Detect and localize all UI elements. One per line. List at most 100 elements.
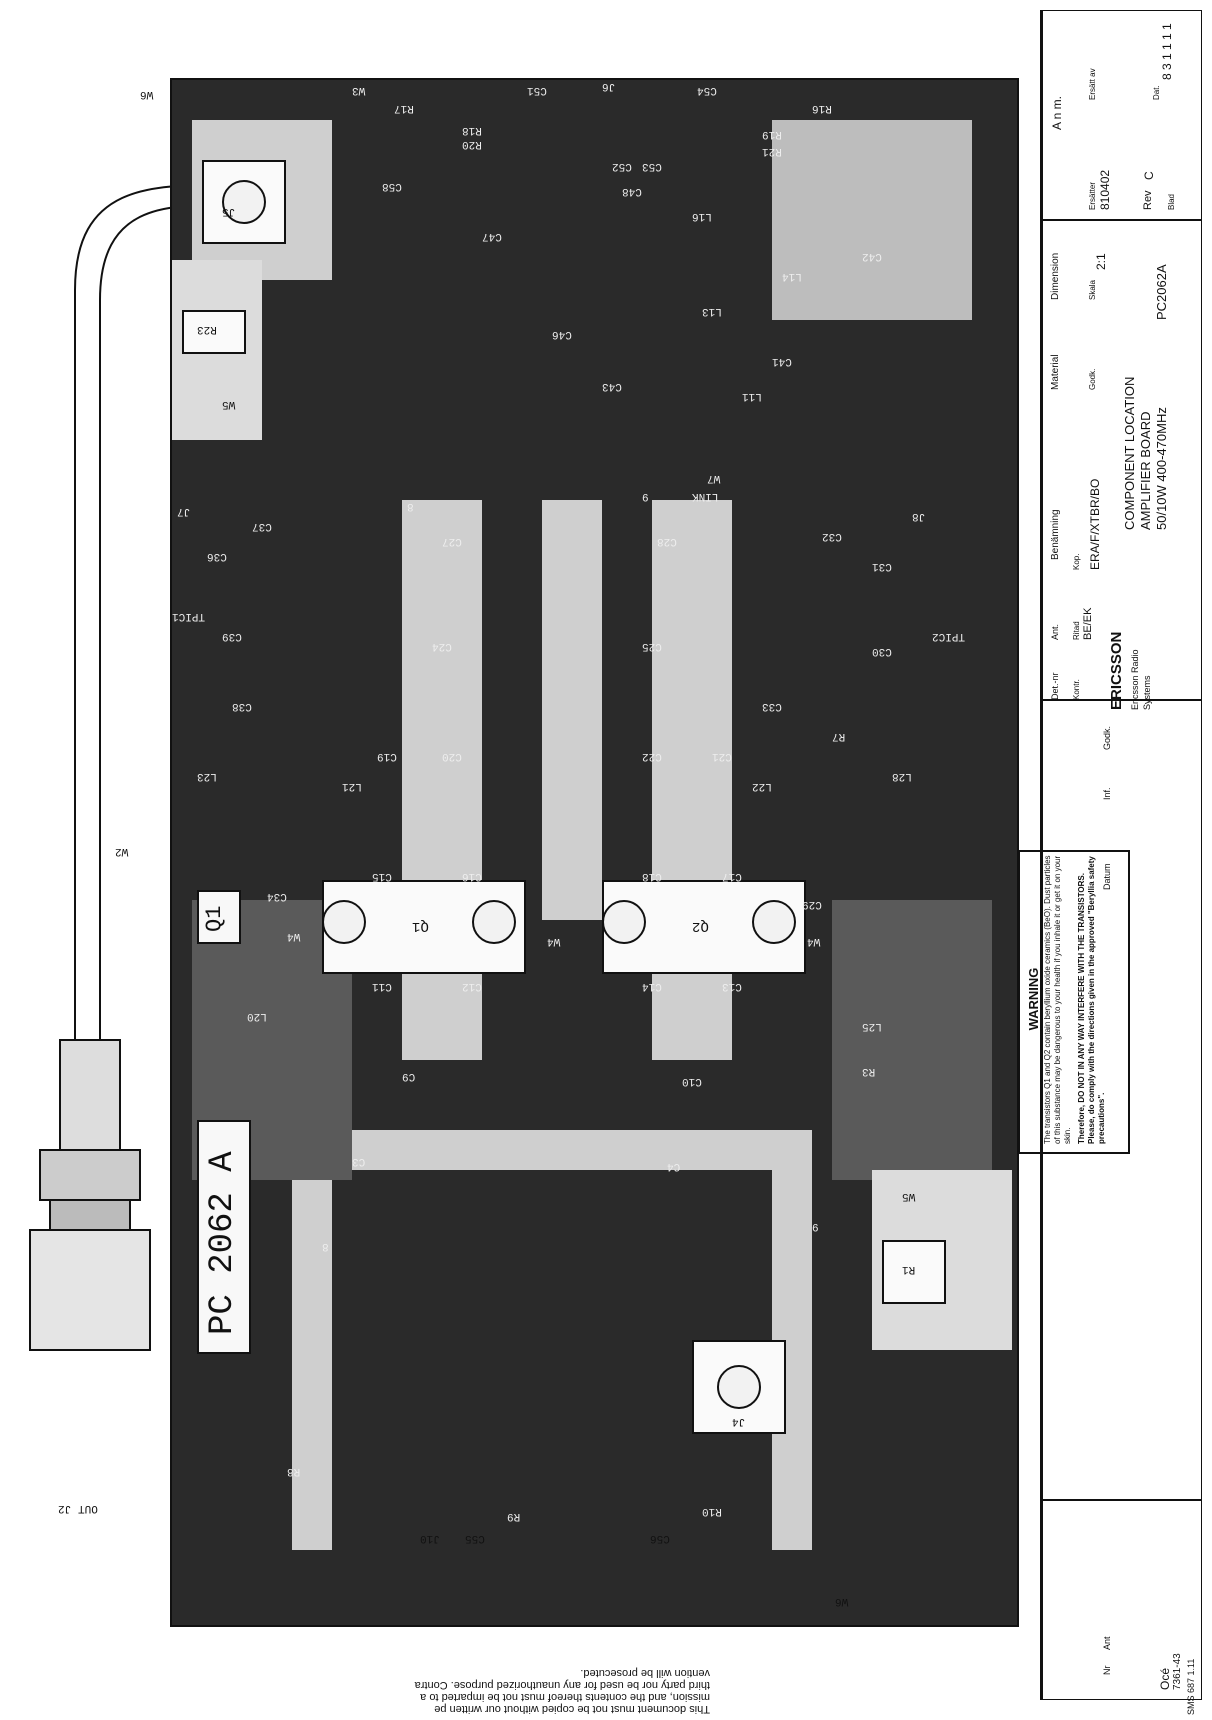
q1-mount-right [472, 900, 516, 944]
tb-ant: Ant. [1050, 623, 1060, 640]
label-tpic1: TPIC1 [172, 610, 206, 622]
resistor-r1 [882, 1240, 946, 1304]
label-w5-top: W5 [222, 398, 236, 410]
label-r10: R10 [702, 1505, 722, 1517]
q2-label: Q2 [692, 918, 709, 934]
tb-ersatt-av: Ersätt av [1088, 68, 1097, 100]
label-c56: C56 [650, 1532, 670, 1544]
tb-datum: Datum [1102, 863, 1112, 890]
tb-company: ERICSSON [1108, 631, 1125, 710]
label-l16: L16 [692, 210, 712, 222]
tb-kontr: Kontr. [1072, 679, 1081, 700]
label-c31: C31 [872, 560, 892, 572]
resistor-r23 [182, 310, 246, 354]
tb-doc-number: PC2062A [1154, 264, 1169, 320]
label-tpic2: TPIC2 [932, 630, 966, 642]
label-r17: R17 [394, 102, 414, 114]
tb-dat-val: 8 3 1 1 1 1 [1160, 23, 1174, 80]
tb-ritad-val: BE/EK [1082, 607, 1094, 640]
label-c38: C38 [232, 700, 252, 712]
label-r8: R8 [287, 1465, 301, 1477]
label-l25: L25 [862, 1020, 882, 1032]
tb-material: Material [1050, 354, 1061, 390]
q2-mount-right [752, 900, 796, 944]
label-cs4: C54 [697, 84, 717, 96]
label-c55: C55 [465, 1532, 485, 1544]
copyright-line-1: This document must not be copied without… [434, 1703, 710, 1715]
pcb-board: Q1 Q2 J4 J5 R23 R1 PC 2062 A Q1 W3 R17 C… [170, 78, 1019, 1627]
label-l11: L11 [742, 390, 762, 402]
q1-mount-left [322, 900, 366, 944]
tb-kop: Kop. [1072, 553, 1081, 570]
label-c11: C11 [372, 980, 392, 992]
label-c43: C43 [602, 380, 622, 392]
label-r7: R7 [832, 730, 846, 742]
label-cs1: C51 [527, 84, 547, 96]
label-c29: C29 [802, 898, 822, 910]
tb-rev-val: C [1142, 171, 1156, 180]
label-c3: C3 [352, 1155, 366, 1167]
tb-company-sub-2: Systems [1142, 675, 1152, 710]
label-c32: C32 [822, 530, 842, 542]
label-l23: L23 [197, 770, 217, 782]
label-j6: J6 [602, 80, 616, 92]
warning-box: WARNING The transistors Q1 and Q2 contai… [1018, 850, 1130, 1154]
label-w5-bot: W5 [902, 1190, 916, 1202]
tb-godk: Godk. [1088, 368, 1097, 390]
label-c41: C41 [772, 355, 792, 367]
label-c48: C48 [622, 185, 642, 197]
label-c33: C33 [762, 700, 782, 712]
label-c42: C42 [862, 250, 882, 262]
tb-description-1: COMPONENT LOCATION [1122, 376, 1137, 530]
label-r18: R18 [462, 124, 482, 136]
label-j8: J8 [912, 510, 926, 522]
j4-pin [717, 1365, 761, 1409]
label-c27: C27 [442, 535, 462, 547]
label-j10: J10 [420, 1532, 440, 1544]
label-c28: C28 [657, 535, 677, 547]
label-pin8a: 8 [322, 1240, 329, 1252]
label-c13: C13 [722, 980, 742, 992]
tb-skala-val: 2:1 [1094, 253, 1108, 270]
oce-label: Océ [1158, 1667, 1172, 1690]
copyright-note: This document must not be copied without… [10, 1635, 710, 1715]
label-c37: C37 [252, 520, 272, 532]
label-c46: C46 [552, 328, 572, 340]
tb-benamning: Benämning [1050, 509, 1061, 560]
label-pin9b: 9 [642, 490, 649, 502]
label-c14: C14 [642, 980, 662, 992]
label-c25: C25 [642, 640, 662, 652]
label-r20: R20 [462, 138, 482, 150]
label-c24: C24 [432, 640, 452, 652]
q1-silk-text: Q1 [202, 905, 227, 932]
copyright-line-2: mission, and the contents thereof must n… [420, 1691, 710, 1703]
r23-label: R23 [197, 323, 217, 335]
tb-anm: A n m. [1050, 95, 1064, 130]
label-c20: C20 [442, 750, 462, 762]
label-c4: C4 [667, 1160, 681, 1172]
label-c36: C36 [207, 550, 227, 562]
tb-dimension: Dimension [1050, 252, 1061, 300]
label-l20: L20 [247, 1010, 267, 1022]
label-r16: R16 [812, 102, 832, 114]
label-c9: C9 [402, 1070, 416, 1082]
label-w4b: W4 [547, 935, 561, 947]
sms-code: SMS 687 1.11 [1186, 1658, 1196, 1715]
label-w4c: W4 [807, 935, 821, 947]
label-c21: C21 [712, 750, 732, 762]
label-l21: L21 [342, 780, 362, 792]
tb-inf: Inf. [1102, 787, 1112, 800]
label-l22: L22 [752, 780, 772, 792]
label-c18: C18 [642, 870, 662, 882]
label-c19: C19 [377, 750, 397, 762]
label-r21: R21 [762, 145, 782, 157]
label-l14: L14 [782, 270, 802, 282]
label-w6-top: W6 [140, 88, 154, 100]
label-c12: C12 [462, 980, 482, 992]
label-r3: R3 [862, 1065, 876, 1077]
label-c52: C52 [612, 160, 632, 172]
label-c53: C53 [642, 160, 662, 172]
label-out: OUT [78, 1502, 98, 1514]
copyright-line-3: third party nor be used for any unauthor… [414, 1679, 710, 1691]
label-pin8b: 8 [407, 500, 414, 512]
